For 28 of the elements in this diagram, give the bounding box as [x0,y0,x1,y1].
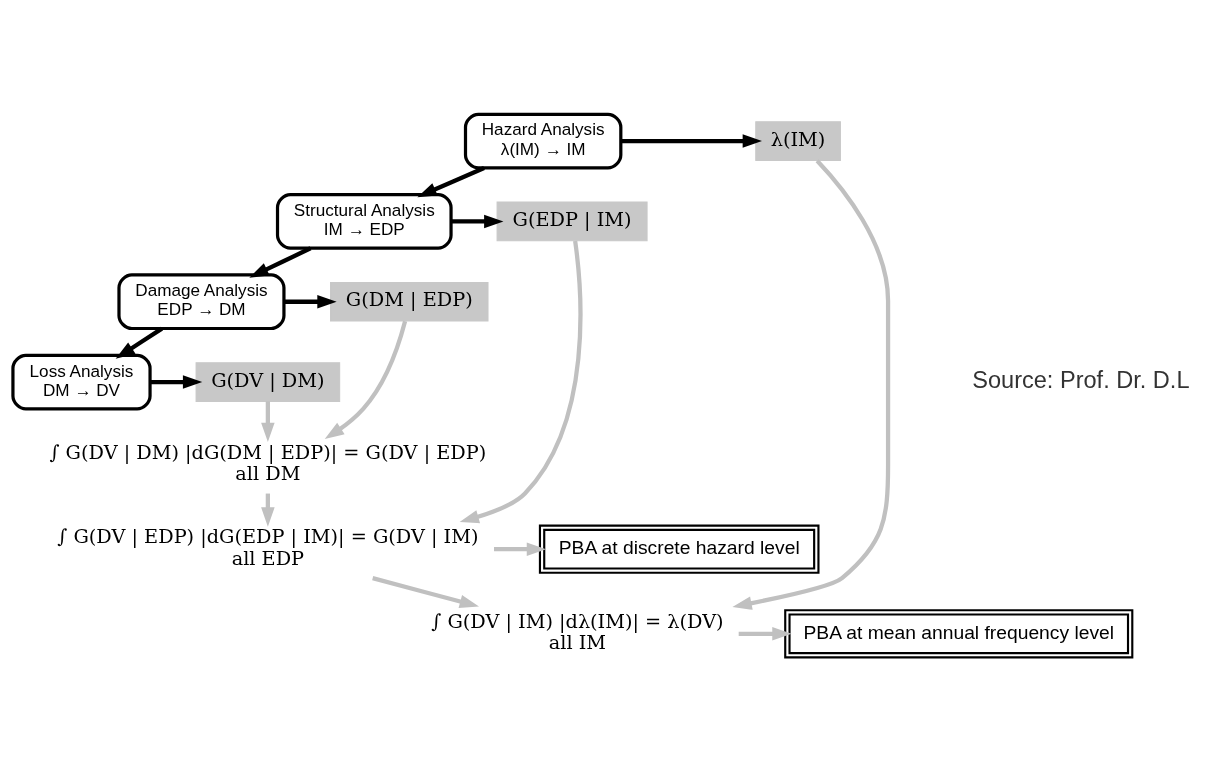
node-box: Hazard Analysis λ(IM) → IM [463,112,623,170]
arrow [115,326,163,359]
label: Source: Prof. Dr. D.L [972,367,1190,394]
node-text: ∫ G(DV | IM) |dλ(IM)| = λ(DV) all IM [431,609,724,655]
arrow [249,246,312,278]
node-text: ∫ G(DV | EDP) |dG(EDP | IM)| = G(DV | IM) all EDP [57,525,479,570]
node-box: PBA at discrete hazard level [538,524,820,574]
arrow [451,214,504,229]
node-box: Loss Analysis DM → DV [11,353,152,411]
arrow [738,627,792,641]
arrow [324,320,408,440]
arrow [459,240,583,524]
node-text: ∫ G(DV | DM) |dG(DM | EDP)| = G(DV | EDP) all DM [49,440,487,485]
node-box: G(DM | EDP) [330,281,489,322]
arrow [284,294,337,309]
arrow [261,401,275,443]
node-box: G(DV | DM) [195,362,341,402]
arrow [620,134,762,148]
node-box: G(EDP | IM) [496,201,648,242]
arrow [372,576,479,609]
node-box: λ(IM) [755,121,841,161]
arrow [150,375,203,389]
arrow [417,166,485,198]
node-box: Damage Analysis EDP → DM [117,273,286,331]
node-box: Structural Analysis IM → EDP [275,193,453,250]
arrow [494,542,547,556]
arrow [732,159,891,610]
node-box: PBA at mean annual frequency level [784,609,1134,659]
